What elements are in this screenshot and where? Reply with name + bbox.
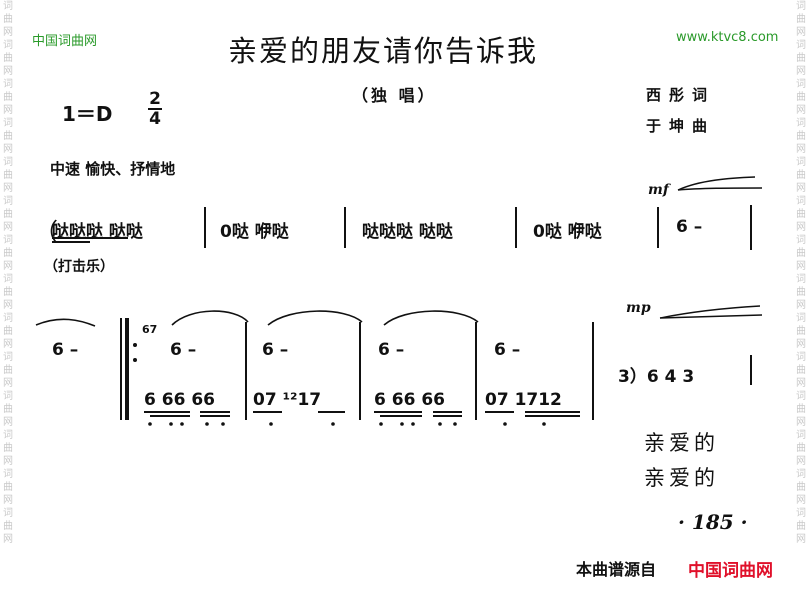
line2-end: 3）6 4 3 [618, 367, 695, 387]
line2-start: 6 – [52, 340, 79, 360]
measure-3: 哒哒哒 哒哒 [362, 222, 453, 242]
watermark-left: 词曲网词曲网词曲网词曲网词曲网词曲网词曲网词曲网词曲网词曲网词曲网词曲网词曲网词… [3, 1, 13, 545]
open-paren: （ [34, 218, 58, 246]
instrument-label: （打击乐） [44, 259, 114, 275]
upper-measure-4: 6 – [494, 340, 521, 360]
composer-credit: 于坤曲 [646, 117, 716, 135]
site-name-left: 中国词曲网 [32, 34, 98, 49]
lyric-line-1: 亲爱的 [644, 431, 719, 455]
lyricist-credit: 西彤词 [646, 86, 716, 104]
time-numerator: 2 [149, 89, 161, 109]
lower-measure-4: 07 1712 [485, 390, 562, 410]
time-denominator: 4 [149, 109, 161, 129]
measure-5: 6 – [676, 217, 703, 237]
dynamic-mp: mp [626, 300, 651, 316]
lyric-line-2: 亲爱的 [644, 466, 719, 490]
lower-measure-1: 6 66 66 [144, 390, 215, 410]
song-title: 亲爱的朋友请你告诉我 [228, 34, 539, 68]
watermark-right: 词曲网词曲网词曲网词曲网词曲网词曲网词曲网词曲网词曲网词曲网词曲网词曲网词曲网词… [796, 1, 806, 545]
measure-2: 0哒 咿哒 [220, 222, 289, 242]
upper-measure-3: 6 – [378, 340, 405, 360]
lower-measure-3: 6 66 66 [374, 390, 445, 410]
grace-notes-top: 67 [142, 323, 158, 336]
tempo-marking: 中速 愉快、抒情地 [50, 160, 176, 178]
upper-measure-1: 6 – [170, 340, 197, 360]
source-label: 本曲谱源自 [576, 560, 657, 579]
lower-measure-2: 07 ¹²17 [253, 390, 322, 410]
site-url-right: www.ktvc8.com [676, 30, 779, 45]
time-signature: 2 4 [148, 90, 162, 128]
measure-1: 哒哒哒 哒哒 [52, 222, 143, 242]
key-signature: 1＝D [62, 102, 113, 126]
song-subtitle: （独 唱） [352, 86, 437, 105]
dynamic-mf: mf [648, 182, 669, 198]
measure-4: 0哒 咿哒 [533, 222, 602, 242]
upper-measure-2: 6 – [262, 340, 289, 360]
page-number: · 185 · [678, 510, 748, 534]
source-site: 中国词曲网 [688, 561, 773, 581]
